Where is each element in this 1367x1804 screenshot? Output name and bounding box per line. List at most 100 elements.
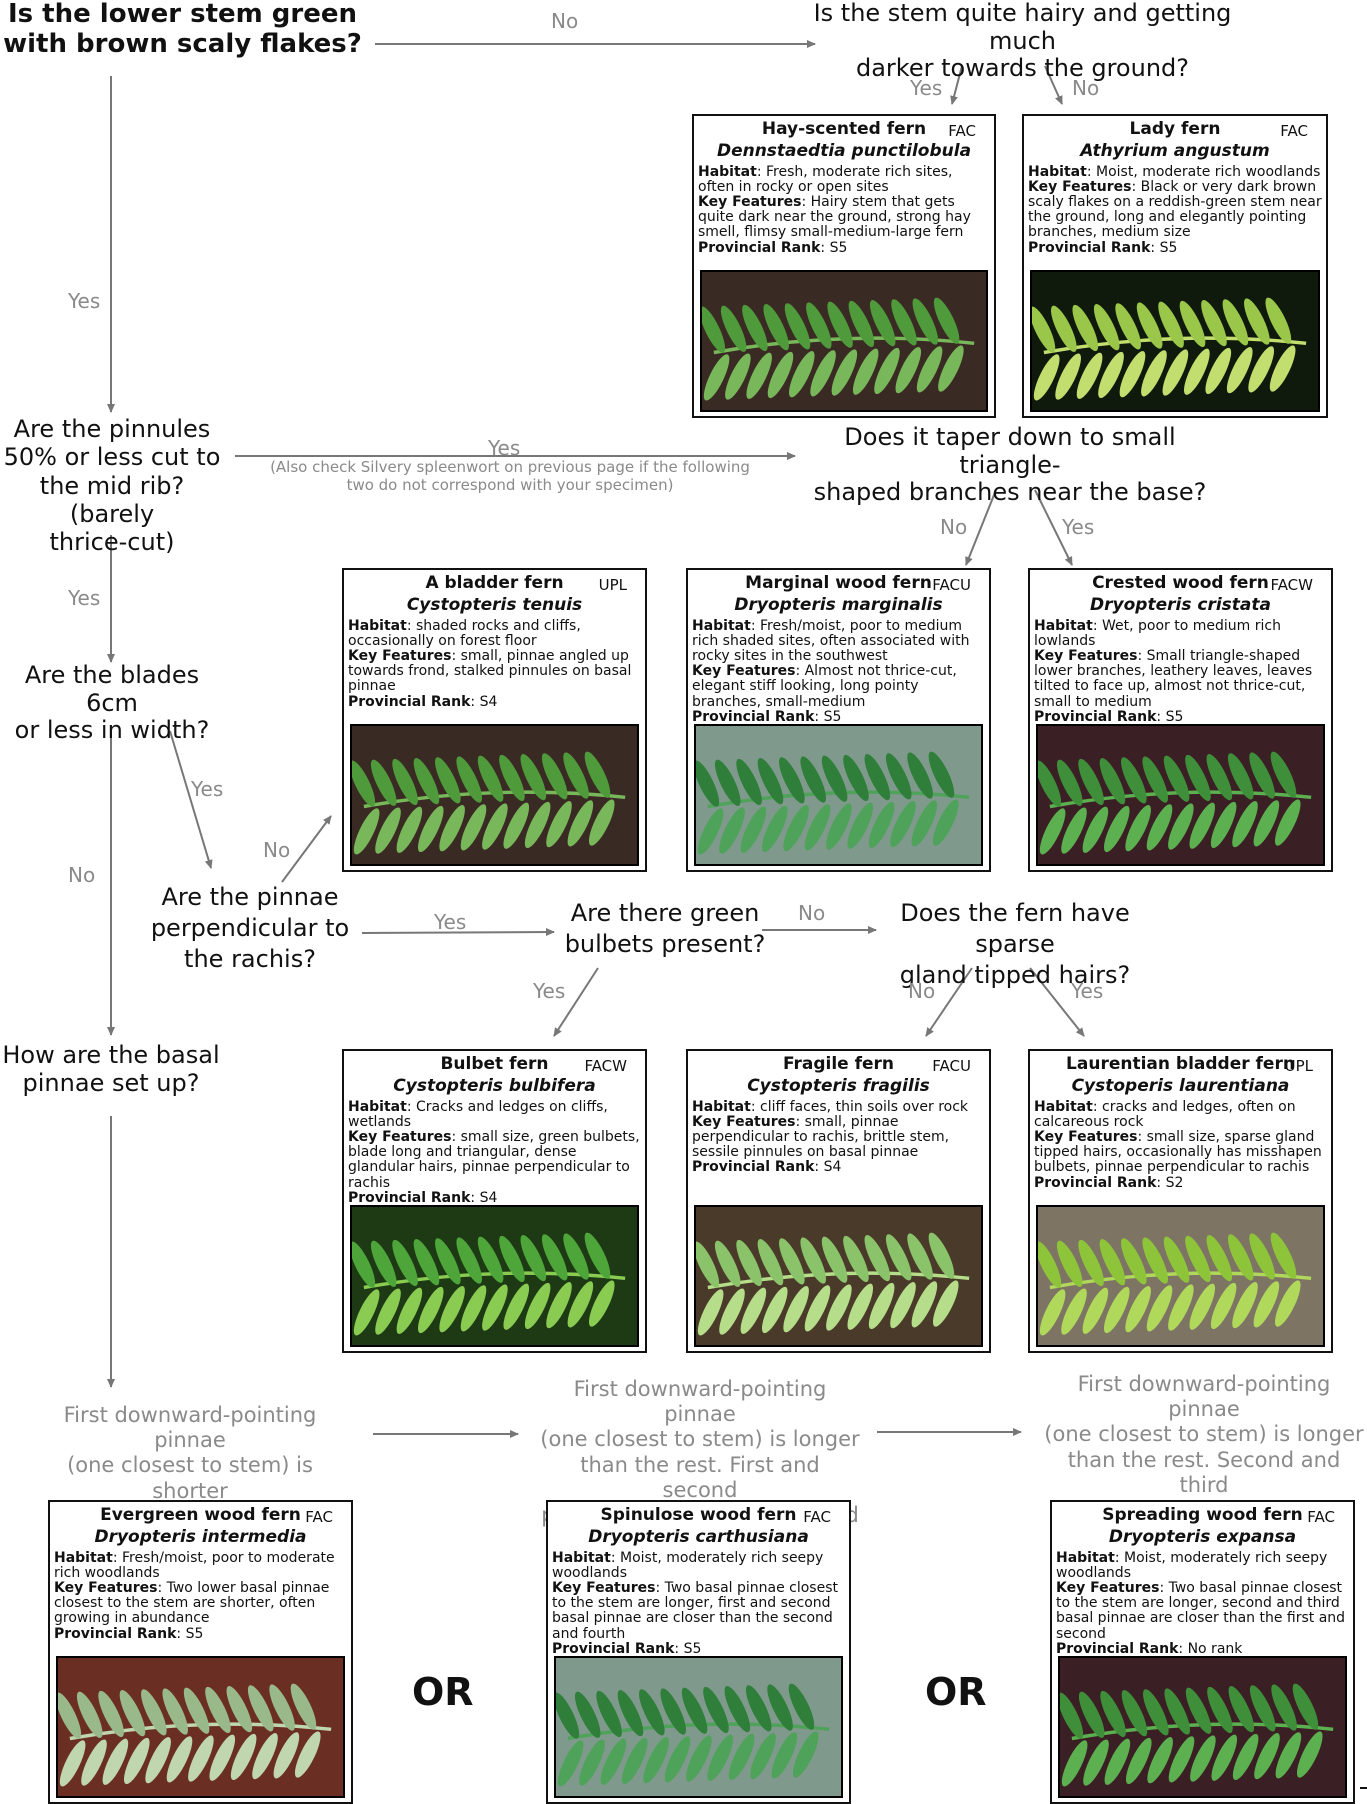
label-no: No xyxy=(263,838,291,862)
provincial-rank-text: : No rank xyxy=(1178,1640,1243,1657)
habitat-text: : cracks and ledges, often on calcareous… xyxy=(1034,1099,1296,1131)
provincial-rank-text: : S5 xyxy=(1150,239,1178,256)
label-yes: Yes xyxy=(68,586,101,610)
habitat-label: Habitat xyxy=(692,1099,751,1115)
question-green-bulbets: Are there green bulbets present? xyxy=(564,899,766,959)
species-common-name: Evergreen wood fern xyxy=(100,1505,301,1525)
species-common-name: Crested wood fern xyxy=(1092,573,1269,593)
arrow-q8-no xyxy=(925,967,973,1037)
provincial-rank-label: Provincial Rank xyxy=(348,1189,471,1206)
arrow-q2-no xyxy=(1044,65,1063,105)
fern-photo xyxy=(350,1205,639,1347)
fern-photo xyxy=(700,270,988,412)
key-features-text: : Black or very dark brown scaly flakes … xyxy=(1028,179,1322,241)
key-features-label: Key Features xyxy=(348,1129,452,1146)
habitat-text: : shaded rocks and cliffs, occasionally … xyxy=(348,618,581,650)
provincial-rank-label: Provincial Rank xyxy=(1034,1174,1157,1191)
label-no: No xyxy=(68,863,96,887)
label-no: No xyxy=(798,901,826,925)
key-features-label: Key Features xyxy=(1056,1580,1160,1597)
species-info: Habitat: Cracks and ledges on cliffs, we… xyxy=(348,1099,641,1206)
species-info: Habitat: Fresh/moist, poor to medium ric… xyxy=(692,618,985,725)
wetland-indicator-code: FACU xyxy=(932,1057,971,1075)
wetland-indicator-code: FAC xyxy=(803,1508,831,1526)
wetland-indicator-code: UPL xyxy=(1284,1057,1313,1075)
key-features-label: Key Features xyxy=(1034,1129,1138,1146)
key-features-text: : Hairy stem that gets quite dark near t… xyxy=(698,194,971,241)
key-features-text: : small size, sparse gland tipped hairs,… xyxy=(1034,1129,1322,1176)
fern-photo xyxy=(554,1656,843,1798)
label-yes: Yes xyxy=(68,289,101,313)
fern-photo xyxy=(56,1656,345,1798)
question-pinnae-perpendicular: Are the pinnae perpendicular to the rach… xyxy=(150,883,350,974)
arrow-q5-yes xyxy=(169,730,213,869)
key-features-text: : Small triangle-shaped lower branches, … xyxy=(1034,648,1313,710)
species-common-name: Marginal wood fern xyxy=(745,573,932,593)
species-latin-name: Cystopteris fragilis xyxy=(747,1076,930,1096)
arrow-q4-yes xyxy=(1034,489,1073,566)
label-no: No xyxy=(1072,76,1100,100)
wetland-indicator-code: FAC xyxy=(948,122,976,140)
key-features-text: : Almost not thrice-cut, elegant stiff l… xyxy=(692,663,957,710)
fern-photo xyxy=(694,724,983,866)
provincial-rank-label: Provincial Rank xyxy=(698,239,821,256)
label-yes: Yes xyxy=(434,910,467,934)
species-common-name: Spreading wood fern xyxy=(1102,1505,1303,1525)
species-common-name: Spinulose wood fern xyxy=(600,1505,797,1525)
species-common-name: Lady fern xyxy=(1129,119,1221,139)
habitat-text: : Wet, poor to medium rich lowlands xyxy=(1034,618,1281,650)
label-no: No xyxy=(908,979,936,1003)
key-features-text: : Two basal pinnae closest to the stem a… xyxy=(1056,1580,1346,1642)
label-yes: Yes xyxy=(1062,515,1095,539)
or-label: OR xyxy=(925,1670,987,1714)
species-latin-name: Dryopteris intermedia xyxy=(94,1527,307,1547)
label-yes: Yes xyxy=(1071,979,1104,1003)
fern-photo xyxy=(350,724,639,866)
key-features-label: Key Features xyxy=(692,663,796,680)
provincial-rank-label: Provincial Rank xyxy=(54,1625,177,1642)
species-latin-name: Cystopteris tenuis xyxy=(406,595,583,615)
label-yes: Yes xyxy=(191,777,224,801)
key-features-label: Key Features xyxy=(698,194,802,211)
species-latin-name: Athyrium angustum xyxy=(1080,141,1270,161)
species-common-name: Fragile fern xyxy=(782,1054,895,1074)
provincial-rank-text: : S5 xyxy=(674,1640,702,1657)
provincial-rank-text: : S5 xyxy=(814,708,842,725)
provincial-rank-text: : S4 xyxy=(470,1189,498,1206)
species-info: Habitat: cliff faces, thin soils over ro… xyxy=(692,1099,985,1176)
fern-photo xyxy=(1030,270,1320,412)
key-features-label: Key Features xyxy=(1028,179,1132,196)
habitat-label: Habitat xyxy=(1034,618,1093,634)
habitat-label: Habitat xyxy=(692,618,751,634)
provincial-rank-text: : S5 xyxy=(1156,708,1184,725)
label-yes: Yes xyxy=(533,979,566,1003)
species-latin-name: Cystoperis laurentiana xyxy=(1071,1076,1290,1096)
species-info: Habitat: Moist, moderately rich seepy wo… xyxy=(552,1550,845,1657)
habitat-text: : Cracks and ledges on cliffs, wetlands xyxy=(348,1099,608,1131)
arrow-q7-yes xyxy=(553,967,599,1037)
habitat-label: Habitat xyxy=(1028,164,1087,180)
provincial-rank-label: Provincial Rank xyxy=(692,1159,815,1176)
key-features-text: : Two lower basal pinnae closest to the … xyxy=(54,1580,330,1627)
arrow-q8-yes xyxy=(1029,967,1085,1037)
habitat-label: Habitat xyxy=(1056,1550,1115,1566)
habitat-label: Habitat xyxy=(348,1099,407,1115)
species-info: Habitat: Moist, moderately rich seepy wo… xyxy=(1056,1550,1349,1657)
provincial-rank-text: : S5 xyxy=(176,1625,204,1642)
provincial-rank-label: Provincial Rank xyxy=(1028,239,1151,256)
label-no: No xyxy=(940,515,968,539)
habitat-text: : Moist, moderately rich seepy woodlands xyxy=(1056,1550,1328,1582)
habitat-text: : Moist, moderate rich woodlands xyxy=(1086,164,1321,180)
habitat-text: : Moist, moderately rich seepy woodlands xyxy=(552,1550,824,1582)
provincial-rank-text: : S4 xyxy=(470,693,498,710)
arrow-q6-no xyxy=(281,815,332,883)
species-info: Habitat: Fresh, moderate rich sites, oft… xyxy=(698,164,990,256)
